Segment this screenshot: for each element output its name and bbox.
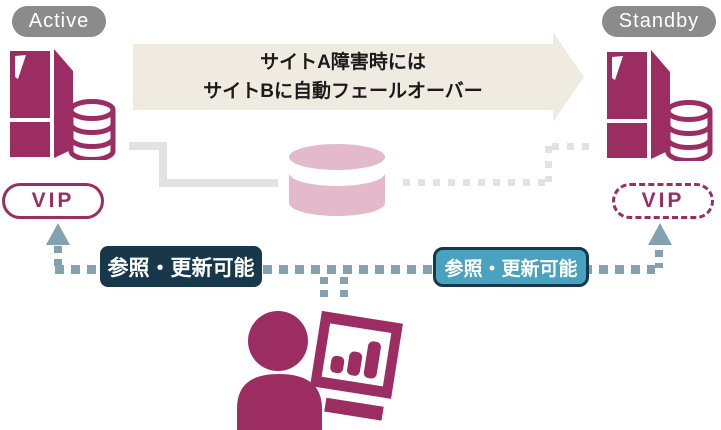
standby-site-badge: Standby [602, 6, 716, 37]
operator-access-stem-left [320, 277, 328, 301]
failover-arrow-body [133, 44, 553, 110]
client-access-line [55, 265, 655, 274]
standby-replication-connector-seg3 [552, 143, 592, 150]
failover-arrow-text: サイトA障害時には サイトBに自動フェールオーバー [133, 44, 553, 110]
active-vip-badge: VIP [2, 183, 104, 219]
active-up-arrow-icon [46, 223, 70, 245]
active-replication-connector-seg1 [129, 142, 167, 150]
active-replication-connector-seg3 [159, 179, 278, 187]
operator-monitor-icon [237, 310, 403, 430]
standby-replication-connector-seg2 [545, 146, 552, 182]
standby-access-label: 参照・更新可能 [433, 247, 589, 287]
standby-access-label-text: 参照・更新可能 [444, 258, 578, 280]
standby-server-database-icon [607, 50, 713, 161]
active-site-badge: Active [12, 6, 106, 37]
active-vip-label: VIP [31, 189, 75, 212]
standby-vip-label: VIP [641, 189, 685, 212]
failover-arrow-line1: サイトA障害時には [260, 51, 426, 73]
standby-up-arrow-icon [648, 223, 672, 245]
operator-access-stem-right [340, 277, 348, 301]
active-access-label: 参照・更新可能 [100, 246, 262, 287]
failover-arrow-head [553, 32, 584, 122]
active-replication-connector-seg2 [159, 142, 167, 187]
standby-access-stem [655, 250, 663, 268]
shared-storage-icon [289, 144, 385, 216]
active-server-database-icon [10, 49, 116, 160]
standby-replication-connector-seg1 [403, 179, 546, 186]
failover-arrow-line2: サイトBに自動フェールオーバー [203, 81, 483, 102]
standby-vip-badge: VIP [612, 183, 714, 219]
active-access-stem [54, 246, 62, 266]
active-access-label-text: 参照・更新可能 [107, 256, 255, 280]
